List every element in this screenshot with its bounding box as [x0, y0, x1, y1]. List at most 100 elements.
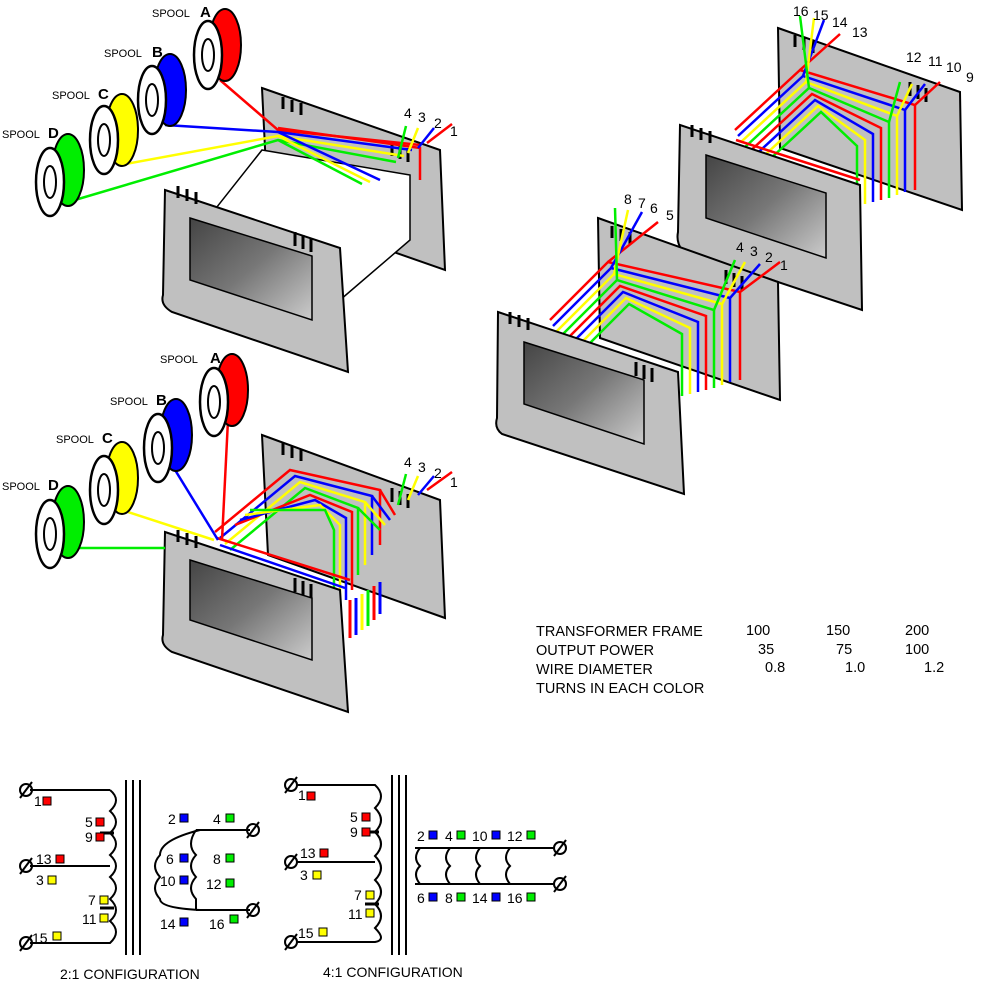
s1-pin-7: 7 — [88, 892, 96, 908]
s2-sq-11 — [365, 908, 375, 918]
s1-sq-12 — [225, 878, 235, 888]
s1-pin-2: 2 — [168, 811, 176, 827]
pin-15-label: 15 — [813, 7, 829, 23]
spool-word-a-middle: SPOOL — [160, 354, 198, 366]
pin-3-label: 3 — [418, 109, 426, 125]
bobbin-wound-middle-left — [161, 433, 453, 714]
row-wire-v2: 1.0 — [845, 660, 865, 676]
s2-pin-3: 3 — [300, 867, 308, 883]
spool-a-top — [192, 8, 242, 91]
s2-sq-5 — [361, 812, 371, 822]
row-frame-v1: 100 — [746, 623, 770, 639]
s1-sq-14 — [179, 917, 189, 927]
s2-pin-12: 12 — [507, 828, 523, 844]
s1-pin-13: 13 — [36, 851, 52, 867]
s1-pin-1: 1 — [34, 793, 42, 809]
terminals — [19, 776, 567, 952]
row-power-label: OUTPUT POWER — [536, 643, 654, 659]
s2-pin-5: 5 — [350, 809, 358, 825]
spool-word-d: SPOOL — [2, 129, 40, 141]
s2-pin-10: 10 — [472, 828, 488, 844]
bobbin-wound-lower-right — [495, 207, 782, 496]
row-power-v1: 35 — [758, 642, 774, 658]
row-wire-v1: 0.8 — [765, 660, 785, 676]
spool-letter-d-middle: D — [48, 477, 59, 494]
spool-word-b: SPOOL — [104, 48, 142, 60]
s1-sq-13 — [55, 854, 65, 864]
pin-2-label: 2 — [434, 115, 442, 131]
pin-10-label: 10 — [946, 59, 962, 75]
pin-4-label: 4 — [404, 105, 412, 121]
s2-sq-1 — [306, 791, 316, 801]
s2-sq-6 — [428, 892, 438, 902]
s2-sq-13 — [319, 848, 329, 858]
s2-sq-14 — [491, 892, 501, 902]
s1-pin-10: 10 — [160, 873, 176, 889]
s2-sq-15 — [318, 927, 328, 937]
s1-pin-3: 3 — [36, 872, 44, 888]
s1-pin-4: 4 — [213, 811, 221, 827]
s2-sq-4 — [456, 830, 466, 840]
schematic-4to1 — [296, 775, 555, 955]
pin-11-label: 11 — [928, 53, 943, 69]
spool-letter-c: C — [98, 86, 109, 103]
row-frame-v2: 150 — [826, 623, 850, 639]
s1-pin-11: 11 — [82, 911, 97, 927]
row-power-v3: 100 — [905, 642, 929, 658]
s2-pin-8: 8 — [445, 890, 453, 906]
s2-pin-16: 16 — [507, 890, 523, 906]
s2-pin-1: 1 — [298, 787, 306, 803]
pin-3-label-middle: 3 — [418, 459, 426, 475]
bobbin-bare-top-left — [161, 86, 447, 374]
pin-12-label: 12 — [906, 49, 922, 65]
spool-d-top — [34, 133, 85, 218]
spool-word-c-middle: SPOOL — [56, 434, 94, 446]
s1-pin-14: 14 — [160, 916, 176, 932]
s1-pin-6: 6 — [166, 851, 174, 867]
wires-top-left — [57, 79, 453, 207]
pin-6-label: 6 — [650, 200, 658, 216]
s2-pin-14: 14 — [472, 890, 488, 906]
row-wire-label: WIRE DIAMETER — [536, 662, 653, 678]
s1-sq-16 — [229, 914, 239, 924]
row-frame-v3: 200 — [905, 623, 929, 639]
spool-letter-c-middle: C — [102, 430, 113, 447]
row-turns-label: TURNS IN EACH COLOR — [536, 681, 704, 697]
caption-2to1: 2:1 CONFIGURATION — [60, 966, 200, 982]
s1-pin-8: 8 — [213, 851, 221, 867]
spool-letter-d: D — [48, 125, 59, 142]
s2-pin-11: 11 — [348, 906, 363, 922]
spool-word-c: SPOOL — [52, 90, 90, 102]
s1-sq-6 — [179, 853, 189, 863]
pin-16-label: 16 — [793, 3, 809, 19]
pin-1-label-right: 1 — [780, 257, 788, 273]
spool-b-middle — [142, 398, 193, 484]
s2-pin-9: 9 — [350, 824, 358, 840]
s1-pin-5: 5 — [85, 814, 93, 830]
s1-sq-11 — [99, 913, 109, 923]
s1-pin-15: 15 — [32, 930, 48, 946]
spool-letter-a: A — [200, 4, 211, 21]
pin-1-label: 1 — [450, 123, 458, 139]
s1-sq-3 — [47, 875, 57, 885]
row-frame-label: TRANSFORMER FRAME — [536, 624, 703, 640]
s2-sq-16 — [526, 892, 536, 902]
spool-c-middle — [88, 441, 139, 526]
spool-word-d-middle: SPOOL — [2, 481, 40, 493]
schematic-4to1-labels: 1 5 9 13 3 7 11 15 2 4 10 12 6 8 14 16 — [298, 787, 536, 941]
s1-sq-10 — [179, 875, 189, 885]
spool-c-top — [88, 93, 139, 176]
pin-3-label-right: 3 — [750, 243, 758, 259]
pin-13-label: 13 — [852, 24, 868, 40]
s1-sq-2 — [179, 813, 189, 823]
caption-4to1: 4:1 CONFIGURATION — [323, 964, 463, 980]
s2-sq-9 — [361, 827, 371, 837]
s1-pin-12: 12 — [206, 876, 222, 892]
s1-sq-4 — [225, 813, 235, 823]
spool-d-middle — [34, 485, 85, 570]
s2-sq-3 — [312, 870, 322, 880]
spool-a-middle — [198, 353, 249, 438]
s1-sq-8 — [225, 853, 235, 863]
s2-pin-15: 15 — [298, 925, 314, 941]
